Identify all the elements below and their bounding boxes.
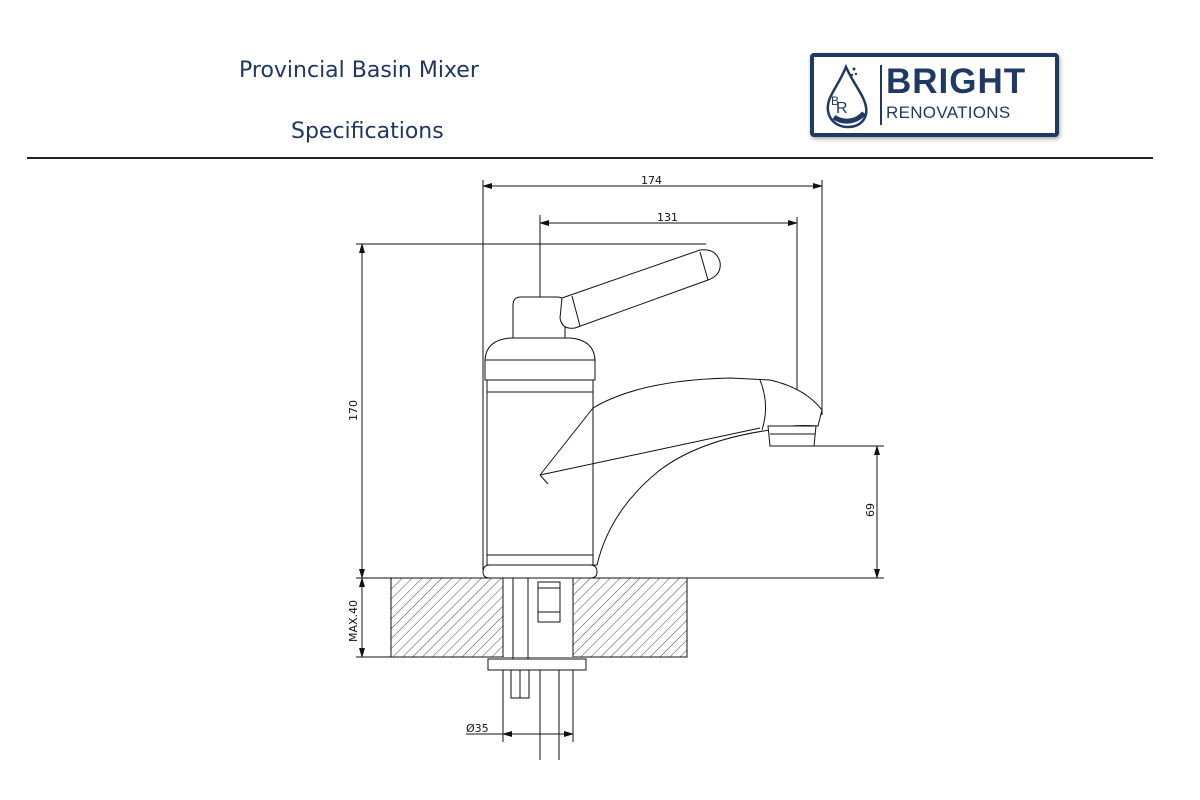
dim-label-170: 170	[347, 400, 360, 421]
svg-text:B: B	[831, 94, 839, 108]
countertop-section	[390, 577, 688, 658]
dim-label-174: 174	[641, 174, 662, 187]
dim-label-diameter: Ø35	[466, 722, 489, 735]
header-divider	[27, 157, 1153, 159]
dim-label-max40: MAX.40	[347, 600, 360, 642]
logo-divider	[880, 65, 882, 125]
mixer-body	[482, 249, 823, 579]
mounting-shank	[487, 578, 587, 760]
logo-tagline-text: RENOVATIONS	[886, 103, 1011, 122]
svg-text:R: R	[836, 100, 848, 117]
water-drop-monogram-icon: R B	[826, 63, 868, 129]
dim-label-131: 131	[657, 211, 678, 224]
logo-brand-text: BRIGHT	[886, 62, 1027, 101]
page-subtitle: Specifications	[291, 119, 444, 144]
product-title: Provincial Basin Mixer	[239, 58, 479, 83]
dim-label-69: 69	[864, 503, 877, 517]
bright-renovations-logo: R B BRIGHT RENOVATIONS	[810, 53, 1059, 137]
